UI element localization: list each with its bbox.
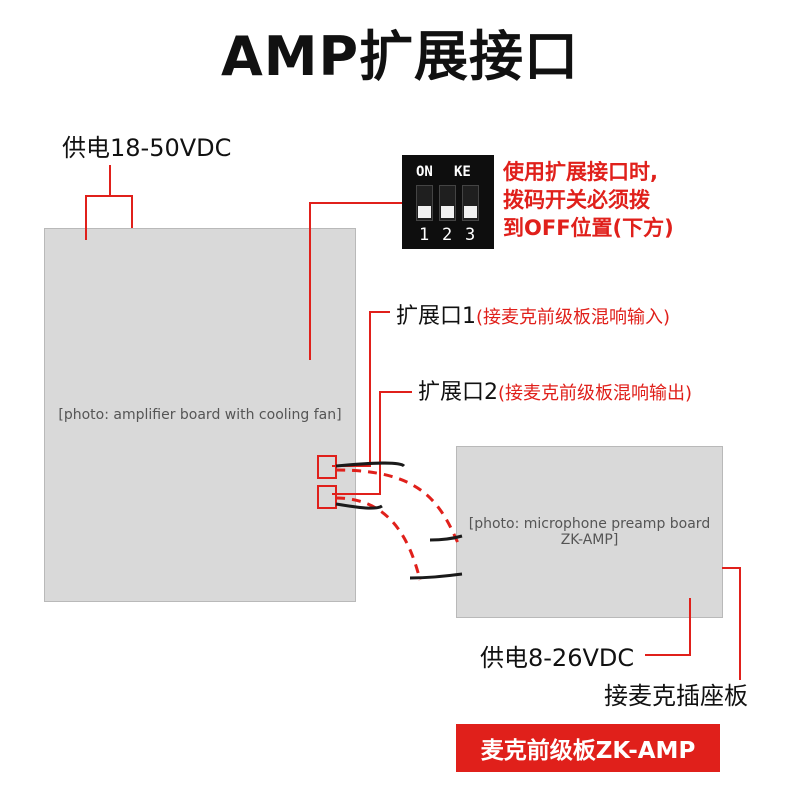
cable-black	[335, 502, 383, 510]
power-main-leader	[85, 165, 111, 240]
main-board-photo: [photo: amplifier board with cooling fan…	[44, 228, 356, 602]
power-main-label: 供电18-50VDC	[62, 134, 232, 162]
ext2-connector-box	[317, 485, 337, 509]
power-sub-label: 供电8-26VDC	[480, 644, 635, 672]
main-board-caption: [photo: amplifier board with cooling fan…	[58, 407, 342, 423]
cable-dashed	[335, 468, 462, 549]
ext1-connector-box	[317, 455, 337, 479]
dip-switch-1	[416, 185, 433, 221]
cable-black	[409, 572, 463, 580]
dip-brand-label: KE	[454, 164, 471, 180]
dip-note-line: 拨码开关必须拨	[503, 188, 650, 212]
mic-socket-label: 接麦克插座板	[604, 682, 748, 710]
ext2-main-text: 扩展口2	[418, 380, 498, 405]
ext1-sub-text: (接麦克前级板混响输入)	[476, 307, 671, 328]
page-title: AMP扩展接口	[220, 25, 580, 88]
power-main-leader	[110, 195, 133, 228]
dip-number-1: 1	[419, 225, 430, 245]
ext2-label: 扩展口2(接麦克前级板混响输出)	[418, 374, 692, 406]
ext2-leader	[332, 391, 412, 495]
dip-switch-2	[439, 185, 456, 221]
dip-switch-3	[462, 185, 479, 221]
ext1-main-text: 扩展口1	[396, 304, 476, 329]
cable-black	[335, 461, 406, 468]
dip-note: 使用扩展接口时, 拨码开关必须拨 到OFF位置(下方)	[503, 158, 763, 242]
cable-dashed	[335, 496, 422, 581]
mic-socket-leader	[722, 567, 741, 680]
ext2-sub-text: (接麦克前级板混响输出)	[498, 383, 693, 404]
mic-board-caption: [photo: microphone preamp board ZK-AMP]	[468, 516, 711, 548]
dip-switch: ON KE 1 2 3	[402, 155, 494, 249]
dip-number-3: 3	[465, 225, 476, 245]
product-badge: 麦克前级板ZK-AMP	[456, 724, 720, 772]
dip-leader	[309, 202, 402, 360]
dip-on-label: ON	[416, 164, 433, 180]
cable-black	[429, 534, 463, 542]
dip-number-2: 2	[442, 225, 453, 245]
ext1-label: 扩展口1(接麦克前级板混响输入)	[396, 298, 670, 330]
mic-board-photo: [photo: microphone preamp board ZK-AMP]	[456, 446, 723, 618]
dip-note-line: 使用扩展接口时,	[503, 160, 658, 184]
power-sub-leader	[645, 598, 691, 656]
dip-note-line: 到OFF位置(下方)	[503, 216, 674, 240]
ext1-leader	[332, 311, 390, 467]
